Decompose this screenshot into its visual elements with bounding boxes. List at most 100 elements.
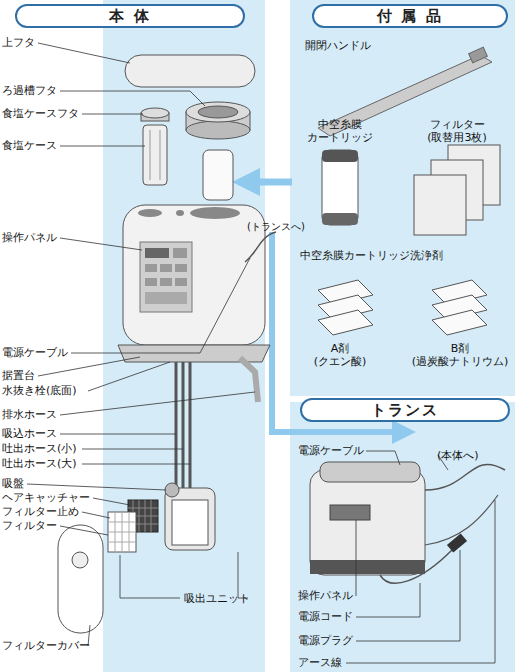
body-opening bbox=[176, 210, 184, 216]
part-label: 開閉ハンドル bbox=[305, 39, 371, 52]
leader-line bbox=[120, 555, 180, 598]
part-label: 電源プラグ bbox=[298, 634, 353, 647]
part-label: 食塩ケースフタ bbox=[2, 107, 79, 120]
panel-button bbox=[175, 264, 187, 272]
hose bbox=[189, 362, 192, 492]
leader-line bbox=[27, 484, 166, 490]
salt-case bbox=[143, 125, 167, 185]
leader-line bbox=[82, 512, 110, 518]
leader-line bbox=[366, 451, 400, 465]
part-label: 吐出ホース(小) bbox=[2, 442, 77, 455]
cleaner-packet bbox=[432, 310, 487, 335]
leader-line bbox=[356, 520, 357, 596]
panel-band bbox=[103, 0, 265, 672]
part-label: フィルター止め bbox=[2, 505, 79, 518]
body-opening bbox=[190, 207, 240, 219]
leader-line bbox=[82, 449, 183, 450]
leader-line bbox=[38, 43, 130, 63]
part-label: 上フタ bbox=[2, 36, 35, 49]
part-label: 中空糸膜カートリッジ洗浄剤 bbox=[300, 249, 443, 262]
panel-button bbox=[145, 264, 157, 272]
inner-cartridge bbox=[203, 150, 233, 200]
power-cord bbox=[380, 550, 452, 583]
power-cable bbox=[425, 464, 505, 490]
filter-cover bbox=[72, 552, 88, 568]
section-header: 付 属 品 bbox=[312, 4, 508, 28]
part-label: (本体へ) bbox=[437, 449, 479, 462]
filter-cover bbox=[58, 525, 103, 633]
part-label: 食塩ケース bbox=[2, 139, 57, 152]
cartridge bbox=[322, 150, 358, 225]
transformer-box bbox=[320, 462, 420, 482]
leader-line bbox=[71, 258, 250, 353]
leader-line bbox=[356, 583, 420, 617]
section-header: トランス bbox=[300, 398, 510, 422]
leader-line bbox=[60, 91, 205, 106]
panel-band bbox=[290, 0, 515, 396]
header-text: 本 体 bbox=[109, 7, 150, 26]
part-label: フィルター (取替用3枚) bbox=[412, 118, 502, 144]
filter bbox=[108, 512, 136, 552]
leader-line bbox=[60, 146, 145, 147]
part-label: B剤 (過炭酸ナトリウム) bbox=[405, 342, 515, 368]
leader-line bbox=[38, 357, 140, 376]
part-label: 操作パネル bbox=[298, 589, 353, 602]
panel-display bbox=[145, 248, 169, 258]
main-body bbox=[123, 205, 265, 345]
panel-button bbox=[160, 278, 172, 286]
part-label: 吸出ユニット bbox=[184, 592, 250, 605]
section-header: 本 体 bbox=[15, 4, 245, 28]
leader-line bbox=[238, 552, 248, 598]
panel-band bbox=[290, 402, 515, 672]
panel-button bbox=[145, 292, 187, 304]
control-panel bbox=[330, 505, 370, 520]
leader-line bbox=[356, 550, 460, 641]
part-label: A剤 (クエン酸) bbox=[305, 342, 375, 368]
part-label: フィルターカバー bbox=[2, 639, 90, 652]
control-panel bbox=[140, 242, 192, 312]
guide-arrow bbox=[246, 179, 292, 186]
body-opening bbox=[138, 209, 162, 217]
power-cable bbox=[245, 232, 276, 262]
cleaner-packet bbox=[318, 310, 373, 335]
part-label: (トランスへ) bbox=[247, 220, 305, 233]
spare-filter bbox=[414, 175, 466, 235]
filter bbox=[108, 512, 136, 552]
part-label: 排水ホース bbox=[2, 408, 57, 421]
salt-lid bbox=[141, 108, 169, 118]
cartridge bbox=[322, 150, 358, 162]
leader-line bbox=[346, 500, 495, 663]
hose bbox=[182, 362, 185, 492]
part-label: 吸盤 bbox=[2, 477, 24, 490]
panel-button bbox=[160, 264, 172, 272]
part-label: ろ過槽フタ bbox=[2, 84, 57, 97]
suction-unit bbox=[172, 500, 208, 545]
open-handle bbox=[469, 47, 488, 63]
part-label: 中空糸膜 カートリッジ bbox=[300, 118, 380, 144]
hose bbox=[175, 362, 178, 492]
panel-button bbox=[173, 248, 187, 258]
tank-lid bbox=[186, 102, 250, 122]
panel-button bbox=[175, 278, 187, 286]
leader-line bbox=[60, 526, 108, 535]
top-lid bbox=[125, 55, 255, 87]
base-stand bbox=[118, 345, 270, 362]
suction-cup bbox=[165, 483, 179, 497]
part-label: 吐出ホース(大) bbox=[2, 457, 77, 470]
salt-case bbox=[160, 130, 161, 180]
drain-hose bbox=[240, 358, 258, 402]
transformer-box bbox=[310, 560, 425, 574]
transformer-box bbox=[310, 470, 425, 575]
part-label: 電源ケーブル bbox=[2, 346, 68, 359]
part-label: 電源ケーブル bbox=[298, 444, 364, 457]
leader-line bbox=[82, 464, 190, 465]
part-label: 操作パネル bbox=[2, 231, 57, 244]
part-label: 据置台 bbox=[2, 369, 35, 382]
header-text: 付 属 品 bbox=[377, 7, 442, 26]
leader-line bbox=[88, 362, 170, 391]
header-text: トランス bbox=[371, 401, 439, 420]
leader-line bbox=[93, 498, 130, 505]
tank-lid bbox=[198, 106, 238, 118]
